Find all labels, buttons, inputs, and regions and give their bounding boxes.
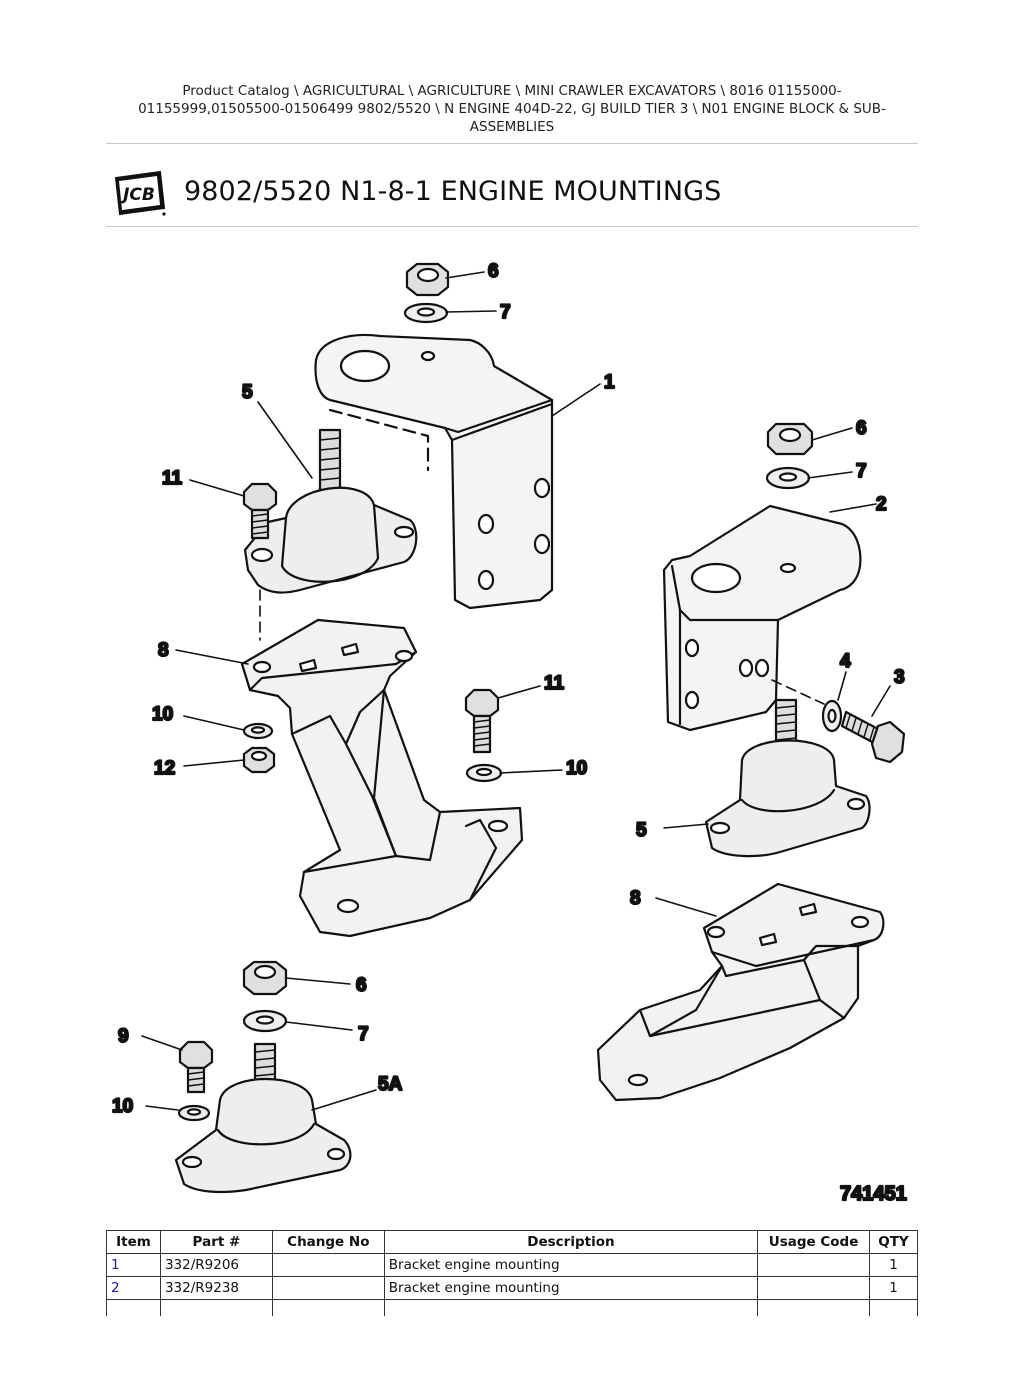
table-row-empty: [106, 1299, 919, 1316]
washer-part: [765, 466, 811, 490]
washer-part: [403, 302, 449, 324]
part-number-cell: 332/R9238: [159, 1276, 273, 1300]
callout-label: 7: [856, 461, 867, 482]
part-number-cell: 332/R9206: [159, 1253, 273, 1277]
callout-label: 10: [112, 1096, 133, 1117]
nut-part: [242, 746, 276, 774]
callout-label: 1: [604, 372, 615, 393]
callout-label: 6: [856, 418, 867, 439]
washer-part: [242, 1009, 288, 1033]
usage-code-cell: [757, 1276, 870, 1300]
callout-label: 8: [158, 640, 169, 661]
table-row: 2 332/R9238 Bracket engine mounting 1: [106, 1276, 919, 1300]
rubber-mount-part: [243, 428, 418, 594]
bolt-part: [242, 482, 278, 540]
bolt-part: [178, 1040, 214, 1094]
leader-lines: [141, 271, 891, 1111]
diagram-reference-number: 741451: [840, 1183, 907, 1205]
jcb-logo: JCB: [114, 170, 166, 216]
callout-label: 9: [118, 1026, 129, 1047]
change-no-cell: [271, 1253, 385, 1277]
breadcrumb: Product Catalog \ AGRICULTURAL \ AGRICUL…: [130, 82, 894, 136]
mounting-leg-part: [596, 882, 885, 1102]
page-title: 9802/5520 N1-8-1 ENGINE MOUNTINGS: [184, 176, 722, 207]
engine-mountings-diagram: 6 7 1 5 11 6 7 2 8 10 12 11 10 4 3 5 8 6…: [111, 260, 908, 1206]
callout-label: 2: [876, 494, 887, 515]
callout-label: 5: [242, 382, 253, 403]
callout-label: 11: [162, 468, 183, 489]
description-cell: Bracket engine mounting: [383, 1276, 759, 1300]
column-header-usage-code: Usage Code: [757, 1230, 870, 1254]
washer-part: [242, 722, 274, 740]
callout-label: 7: [500, 302, 511, 323]
bolt-part: [840, 710, 906, 764]
breadcrumb-line: ASSEMBLIES: [469, 119, 555, 135]
callout-label: 10: [152, 704, 173, 725]
change-no-cell: [271, 1276, 385, 1300]
description-cell: Bracket engine mounting: [383, 1253, 759, 1277]
logo-text: JCB: [120, 185, 155, 205]
callout-label: 5A: [378, 1074, 403, 1095]
breadcrumb-line: Product Catalog \ AGRICULTURAL \ AGRICUL…: [182, 83, 842, 99]
bolt-part: [464, 688, 500, 754]
washer-part: [821, 699, 843, 733]
washer-part: [177, 1104, 211, 1122]
callout-label: 7: [358, 1024, 369, 1045]
callout-label: 8: [630, 888, 641, 909]
rubber-mount-part: [704, 698, 871, 858]
bracket-part-1: [314, 333, 554, 610]
callout-label: 6: [356, 975, 367, 996]
title-divider: [106, 226, 918, 227]
column-header-item: Item: [106, 1230, 161, 1254]
callout-label: 3: [894, 667, 905, 688]
breadcrumb-line: 01155999,01505500-01506499 9802/5520 \ N…: [138, 101, 886, 117]
item-link[interactable]: 1: [106, 1253, 161, 1277]
column-header-qty: QTY: [868, 1230, 919, 1254]
callout-label: 6: [488, 261, 499, 282]
table-header-row: Item Part # Change No Description Usage …: [106, 1230, 919, 1254]
callout-label: 5: [636, 820, 647, 841]
bracket-part-2: [662, 504, 862, 732]
column-header-description: Description: [383, 1230, 759, 1254]
callout-label: 4: [840, 651, 851, 672]
header-divider: [106, 143, 918, 144]
qty-cell: 1: [868, 1253, 919, 1277]
nut-part: [405, 262, 450, 297]
callout-label: 11: [544, 673, 565, 694]
column-header-part-number: Part #: [159, 1230, 273, 1254]
callout-label: 10: [566, 758, 587, 779]
column-header-change-no: Change No: [271, 1230, 385, 1254]
rubber-mount-part: [174, 1042, 352, 1194]
washer-part: [465, 763, 503, 783]
item-link[interactable]: 2: [106, 1276, 161, 1300]
usage-code-cell: [757, 1253, 870, 1277]
nut-part: [242, 960, 288, 996]
table-row: 1 332/R9206 Bracket engine mounting 1: [106, 1253, 919, 1277]
nut-part: [766, 422, 814, 456]
callout-label: 12: [154, 758, 175, 779]
mounting-leg-part: [240, 618, 524, 938]
qty-cell: 1: [868, 1276, 919, 1300]
parts-table: Item Part # Change No Description Usage …: [106, 1230, 919, 1316]
